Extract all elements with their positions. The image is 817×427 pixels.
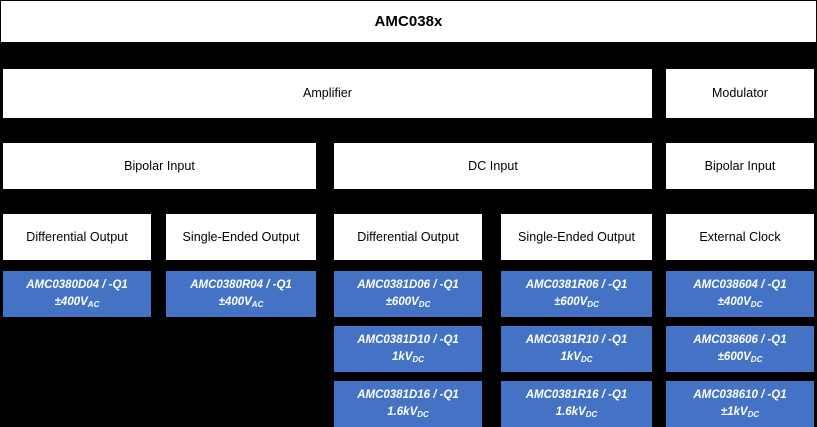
voltage-subscript: DC	[580, 355, 593, 364]
part-number: AMC0381D16 / -Q1	[357, 389, 459, 402]
part-voltage-rating: 1.6kVDC	[556, 404, 598, 421]
part-voltage-rating: ±400VAC	[219, 294, 264, 311]
input-type-bipolar-right: Bipolar Input	[666, 143, 814, 189]
voltage-subscript: DC	[585, 410, 598, 419]
voltage-subscript: DC	[750, 300, 763, 309]
part-voltage-rating: ±400VDC	[718, 294, 763, 311]
part-cell[interactable]: AMC0381D06 / -Q1 ±600VDC	[334, 271, 482, 317]
part-number: AMC038604 / -Q1	[693, 279, 787, 292]
part-number: AMC0381R06 / -Q1	[525, 279, 628, 292]
part-number: AMC0380D04 / -Q1	[26, 279, 128, 292]
part-number: AMC0381D06 / -Q1	[357, 279, 459, 292]
voltage-value: ±400V	[54, 296, 88, 308]
voltage-value: 1kV	[391, 351, 413, 363]
part-cell[interactable]: AMC0380R04 / -Q1 ±400VAC	[166, 271, 316, 317]
input-type-bipolar-left: Bipolar Input	[3, 143, 316, 189]
voltage-subscript: DC	[418, 300, 431, 309]
function-block-modulator: Modulator	[666, 69, 814, 118]
voltage-subscript: DC	[417, 410, 429, 419]
output-type-single-ended-col2: Single-Ended Output	[166, 214, 316, 260]
part-cell[interactable]: AMC0381R10 / -Q1 1kVDC	[501, 326, 652, 372]
part-voltage-rating: ±600VDC	[386, 294, 431, 311]
part-voltage-rating: ±600VDC	[718, 349, 763, 366]
part-voltage-rating: 1kVDC	[560, 349, 592, 366]
voltage-value: ±600V	[554, 296, 588, 308]
part-cell[interactable]: AMC0380D04 / -Q1 ±400VAC	[3, 271, 151, 317]
voltage-subscript: AC	[251, 300, 264, 309]
voltage-value: ±600V	[717, 351, 751, 363]
voltage-value: 1.6kV	[555, 406, 586, 418]
voltage-subscript: AC	[87, 300, 100, 309]
voltage-subscript: DC	[412, 355, 425, 364]
part-cell[interactable]: AMC038604 / -Q1 ±400VDC	[666, 271, 814, 317]
voltage-value: ±1kV	[720, 406, 748, 418]
voltage-subscript: DC	[587, 300, 599, 309]
function-block-amplifier: Amplifier	[3, 69, 652, 118]
voltage-value: ±400V	[218, 296, 252, 308]
input-type-dc: DC Input	[334, 143, 652, 189]
part-number: AMC0381D10 / -Q1	[357, 334, 459, 347]
part-number: AMC0380R04 / -Q1	[190, 279, 292, 292]
output-type-single-ended-col4: Single-Ended Output	[501, 214, 652, 260]
voltage-value: ±400V	[717, 296, 751, 308]
part-voltage-rating: ±600VDC	[554, 294, 599, 311]
voltage-value: 1kV	[560, 351, 581, 363]
part-cell[interactable]: AMC0381D10 / -Q1 1kVDC	[334, 326, 482, 372]
part-cell[interactable]: AMC0381R16 / -Q1 1.6kVDC	[501, 381, 652, 427]
voltage-value: 1.6kV	[387, 406, 418, 418]
voltage-subscript: DC	[750, 355, 763, 364]
part-number: AMC0381R10 / -Q1	[525, 334, 628, 347]
part-cell[interactable]: AMC038606 / -Q1 ±600VDC	[666, 326, 814, 372]
part-cell[interactable]: AMC038610 / -Q1 ±1kVDC	[666, 381, 814, 427]
part-cell[interactable]: AMC0381R06 / -Q1 ±600VDC	[501, 271, 652, 317]
part-number: AMC038606 / -Q1	[693, 334, 787, 347]
output-type-differential-col3: Differential Output	[334, 214, 482, 260]
part-number: AMC038610 / -Q1	[693, 389, 787, 402]
voltage-value: ±600V	[385, 296, 419, 308]
diagram-title: AMC038x	[0, 0, 817, 43]
voltage-subscript: DC	[747, 410, 760, 419]
part-voltage-rating: 1kVDC	[392, 349, 424, 366]
part-voltage-rating: ±1kVDC	[721, 404, 759, 421]
part-number: AMC0381R16 / -Q1	[525, 389, 628, 402]
part-voltage-rating: 1.6kVDC	[387, 404, 429, 421]
output-type-differential-col1: Differential Output	[3, 214, 151, 260]
part-cell[interactable]: AMC0381D16 / -Q1 1.6kVDC	[334, 381, 482, 427]
part-voltage-rating: ±400VAC	[55, 294, 100, 311]
output-type-external-clock-col5: External Clock	[666, 214, 814, 260]
